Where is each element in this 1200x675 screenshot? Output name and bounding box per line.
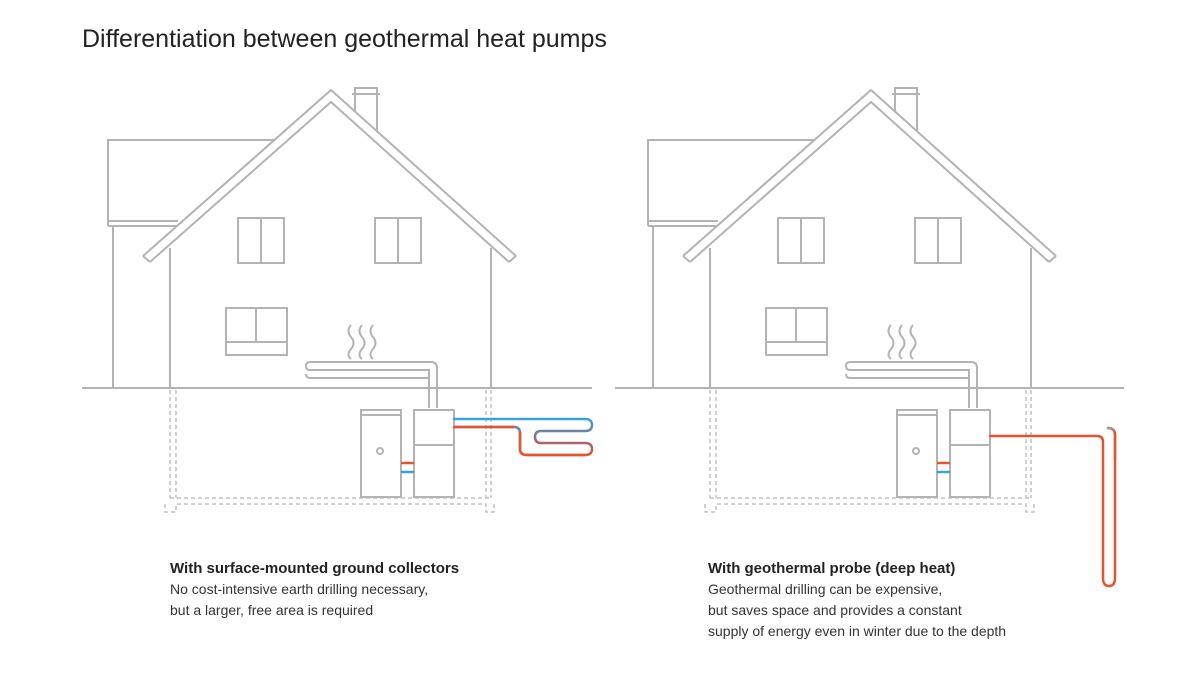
heat-waves-icon [887,324,917,360]
window-lower [225,307,288,356]
caption-line: but a larger, free area is required [170,602,374,618]
window-upper-right [374,217,422,264]
caption-heading: With surface-mounted ground collectors [170,560,460,577]
caption-line: No cost-intensive earth drilling necessa… [170,581,429,597]
side-extension [107,139,285,388]
window-upper-left [777,217,825,264]
heat-pump-right [896,409,991,498]
window-lower [765,307,828,356]
roof [682,88,1057,263]
window-upper-left [237,217,285,264]
geothermal-probe [988,426,1117,588]
heat-waves-icon [347,324,377,360]
heat-pump-left [360,409,455,498]
roof [142,88,517,263]
storage-tank [896,409,938,498]
caption-line: but saves space and provides a constant [708,602,962,618]
caption-surface-collectors: With surface-mounted ground collectors N… [170,558,630,621]
floor-heating-pipes [844,361,978,408]
caption-geothermal-probe: With geothermal probe (deep heat) Geothe… [708,558,1168,642]
connection-pipes-left [401,461,414,474]
heat-pump-unit [949,409,991,498]
house-left [107,87,517,408]
window-upper-right [914,217,962,264]
floor-heating-pipes [304,361,438,408]
connection-pipes-right [937,461,950,474]
heat-pump-unit [413,409,455,498]
house-right [647,87,1057,408]
side-extension [647,139,825,388]
caption-line: Geothermal drilling can be expensive, [708,581,943,597]
ground-collector [452,417,594,457]
caption-line: supply of energy even in winter due to t… [708,623,1007,639]
caption-heading: With geothermal probe (deep heat) [708,560,956,577]
diagram-title: Differentiation between geothermal heat … [82,25,607,53]
